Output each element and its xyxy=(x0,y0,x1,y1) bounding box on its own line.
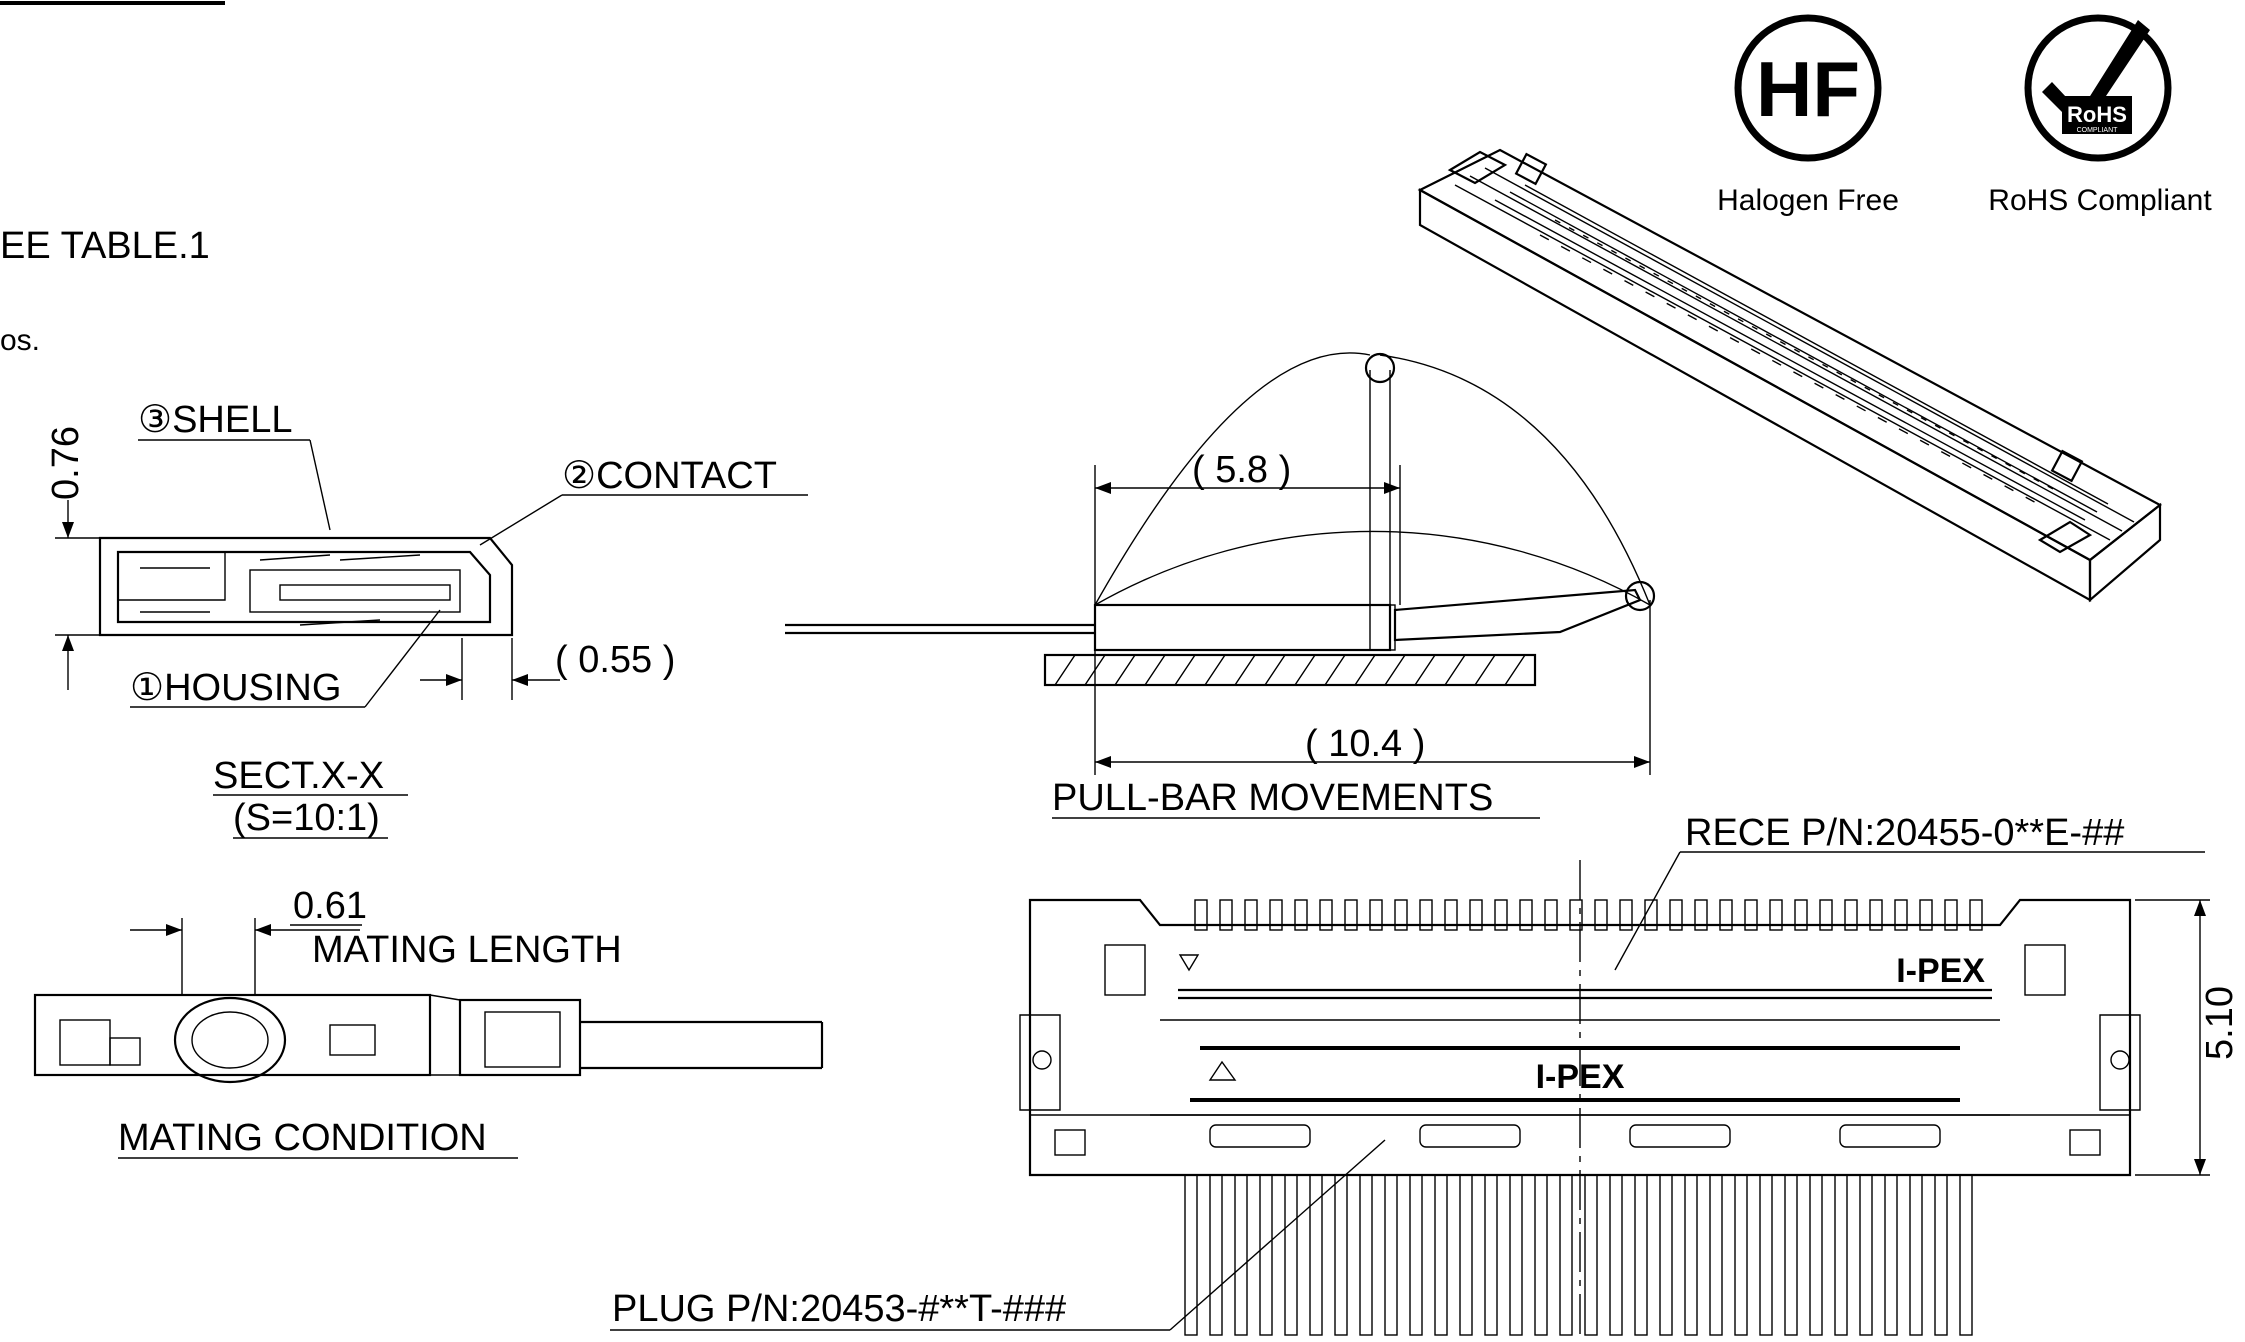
shell-label: ③SHELL xyxy=(138,399,292,441)
table-reference-note: EE TABLE.1 xyxy=(0,225,210,267)
halogen-free-caption: Halogen Free xyxy=(1717,184,1899,217)
rohs-symbol: RoHS xyxy=(2067,102,2127,127)
plug-part-number: PLUG P/N:20453-#**T-### xyxy=(612,1288,1066,1330)
contact-label: ②CONTACT xyxy=(562,455,777,497)
pull-bar-title: PULL-BAR MOVEMENTS xyxy=(1052,777,1493,819)
rohs-badge: RoHS COMPLIANT RoHS Compliant xyxy=(1988,14,2212,217)
plan-view: RECE P/N:20455-0**E-## xyxy=(610,812,2241,1342)
section-gap-dimension: ( 0.55 ) xyxy=(555,639,675,681)
pull-bar-dimension-top: ( 5.8 ) xyxy=(1192,449,1291,491)
connector-isometric-view xyxy=(1417,148,2163,603)
hf-symbol: HF xyxy=(1756,45,1860,133)
halogen-free-icon xyxy=(1734,14,1882,162)
mating-length-label: MATING LENGTH xyxy=(312,929,622,971)
brand-marking-top: I-PEX xyxy=(1896,952,1985,990)
rohs-caption: RoHS Compliant xyxy=(1988,184,2212,217)
section-view: 0.76 ③SHELL ②CONTACT ①HOUSING ( 0.55 ) S… xyxy=(45,399,808,839)
section-title: SECT.X-X xyxy=(213,755,384,797)
rohs-sub: COMPLIANT xyxy=(2077,127,2119,134)
plan-height-dimension: 5.10 xyxy=(2199,986,2241,1060)
pull-bar-dimension-bottom: ( 10.4 ) xyxy=(1305,723,1425,765)
halogen-free-badge: HF Halogen Free xyxy=(1717,14,1899,217)
pull-bar-view: ( 5.8 ) ( 10.4 ) PULL-BAR MOVEMENTS xyxy=(785,352,1656,819)
housing-label: ①HOUSING xyxy=(130,667,341,709)
section-scale: (S=10:1) xyxy=(233,797,380,839)
mating-dimension: 0.61 xyxy=(293,885,367,927)
rece-part-number: RECE P/N:20455-0**E-## xyxy=(1685,812,2124,854)
note-fragment: os. xyxy=(0,324,40,357)
mating-condition-view: 0.61 MATING LENGTH MATING CONDITION xyxy=(33,885,824,1159)
brand-marking-middle: I-PEX xyxy=(1536,1058,1625,1096)
section-height-dimension: 0.76 xyxy=(45,426,87,500)
mating-title: MATING CONDITION xyxy=(118,1117,487,1159)
